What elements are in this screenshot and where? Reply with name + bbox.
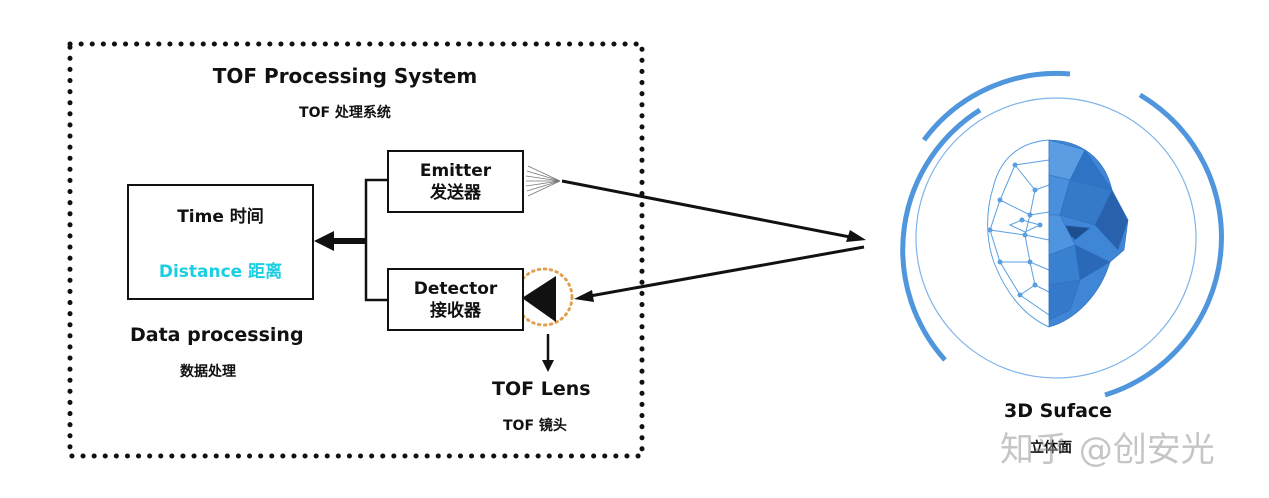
detector-label: Detector: [413, 278, 498, 299]
data-processing-caption: Data processing: [130, 324, 304, 346]
data-processing-caption-cn: 数据处理: [180, 364, 236, 380]
surface-arc-right: [1104, 92, 1224, 398]
surface-arc-top: [921, 70, 1071, 142]
data-arrow-head: [314, 231, 334, 251]
system-subtitle: TOF 处理系统: [299, 105, 391, 121]
emitter-box: Emitter 发送器: [387, 150, 524, 213]
system-title: TOF Processing System: [212, 64, 478, 88]
lens-label: TOF Lens: [492, 378, 591, 400]
lens-arrow-head: [542, 360, 554, 372]
emitter-rays: [525, 165, 561, 197]
surface-inner-ring: [915, 97, 1197, 379]
distance-label: Distance 距离: [158, 262, 283, 282]
emitter-label: Emitter: [419, 160, 492, 181]
surface-label-cn: 立体面: [1030, 440, 1072, 456]
emit-beam: [561, 179, 851, 239]
detector-label-cn: 接收器: [430, 300, 481, 321]
surface-arc-left: [900, 107, 982, 362]
detector-box: Detector 接收器: [387, 268, 524, 331]
lens-icon: [522, 276, 556, 322]
face-solid: [1048, 139, 1129, 328]
face-wireframe: [987, 139, 1050, 328]
time-label: Time 时间: [177, 207, 264, 227]
lens-label-cn: TOF 镜头: [503, 418, 567, 434]
system-frame: [67, 41, 645, 459]
surface-label: 3D Suface: [1004, 400, 1113, 422]
lens-ring: [514, 267, 574, 327]
face-wireframe-nodes: [987, 162, 1043, 298]
bracket-connector: [364, 178, 388, 302]
emitter-label-cn: 发送器: [430, 182, 481, 203]
data-processing-box: Time 时间 Distance 距离: [127, 184, 314, 300]
reflect-beam-head: [574, 290, 594, 302]
emit-beam-head: [846, 230, 866, 242]
reflect-beam: [589, 245, 865, 298]
watermark: 知乎 @创安光: [1000, 430, 1215, 470]
